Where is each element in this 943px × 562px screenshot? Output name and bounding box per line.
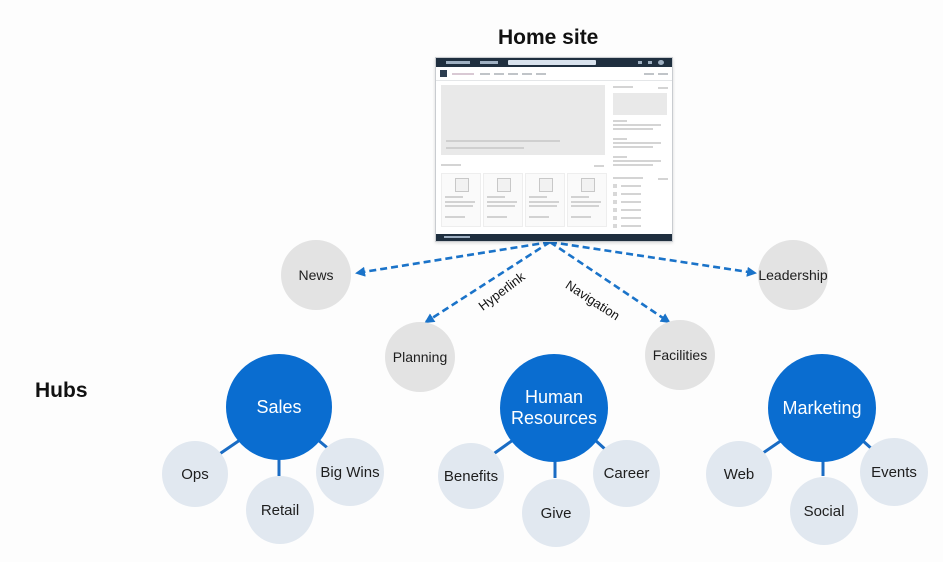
hub-human-resources: Human Resources: [500, 354, 608, 462]
thumbnail-suite-bar: [436, 58, 672, 67]
node-facilities-label: Facilities: [652, 347, 708, 363]
node-career: Career: [593, 440, 660, 507]
node-retail: Retail: [246, 476, 314, 544]
node-big-wins: Big Wins: [316, 438, 384, 506]
node-give-label: Give: [540, 504, 572, 522]
node-web-label: Web: [723, 465, 755, 483]
arrow-to-news: [355, 240, 551, 277]
node-career-label: Career: [603, 465, 650, 482]
node-big-wins-label: Big Wins: [320, 463, 380, 481]
arrow-to-facilities: [549, 240, 671, 324]
connector-hr-benefits: [491, 438, 514, 457]
hub-sales-label: Sales: [256, 396, 302, 417]
node-ops-label: Ops: [181, 465, 209, 483]
home-site-title: Home site: [498, 26, 599, 49]
node-give: Give: [522, 479, 590, 547]
home-site-screenshot: [435, 57, 673, 242]
node-planning-label: Planning: [392, 349, 448, 365]
node-social-label: Social: [803, 502, 845, 520]
hub-marketing: Marketing: [768, 354, 876, 462]
node-planning: Planning: [385, 322, 455, 392]
node-leadership-label: Leadership: [758, 267, 828, 283]
node-ops: Ops: [162, 441, 228, 507]
hub-sales: Sales: [226, 354, 332, 460]
node-facilities: Facilities: [645, 320, 715, 390]
node-benefits: Benefits: [438, 443, 504, 509]
node-news: News: [281, 240, 351, 310]
arrow-to-leadership: [549, 240, 757, 277]
arrow-to-planning: [424, 240, 551, 324]
node-leadership: Leadership: [758, 240, 828, 310]
thumbnail-footer: [436, 234, 672, 241]
hub-human-resources-label: Human Resources: [510, 387, 598, 428]
connector-sales-ops: [217, 438, 241, 457]
node-events-label: Events: [871, 463, 917, 481]
node-retail-label: Retail: [260, 501, 300, 519]
node-events: Events: [860, 438, 928, 506]
hub-marketing-label: Marketing: [782, 397, 862, 418]
node-benefits-label: Benefits: [443, 467, 499, 485]
node-news-label: News: [298, 267, 334, 283]
thumbnail-nav: [436, 68, 672, 81]
node-social: Social: [790, 477, 858, 545]
node-web: Web: [706, 441, 772, 507]
hubs-title: Hubs: [35, 379, 88, 402]
